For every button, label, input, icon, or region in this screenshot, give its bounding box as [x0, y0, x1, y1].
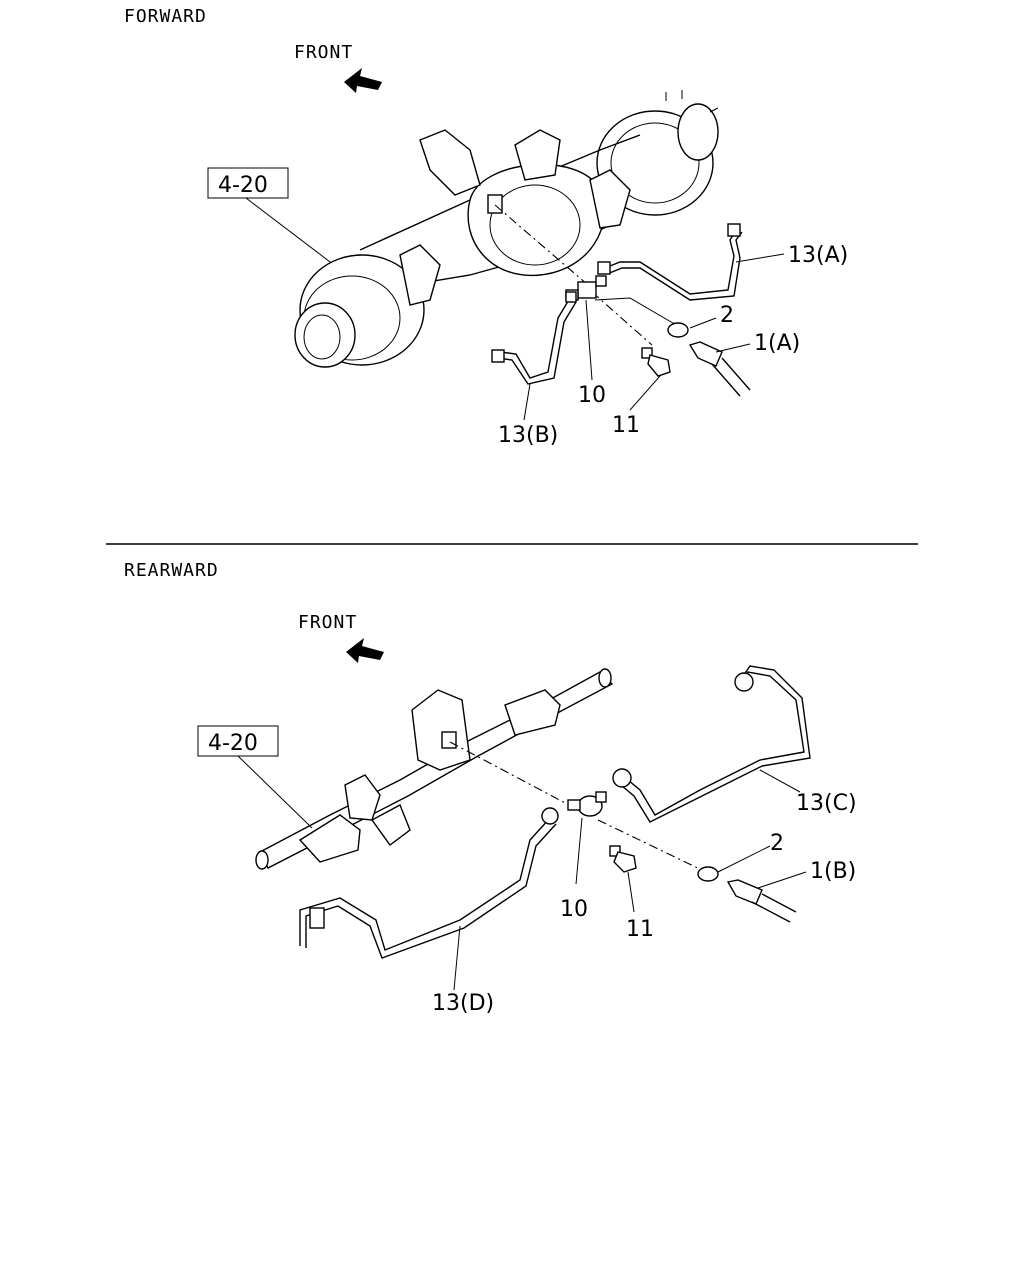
rearward-axle-housing: [255, 668, 614, 870]
rearward-callout-10: 10: [560, 897, 588, 922]
forward-pipe-a-nut: [727, 223, 741, 237]
forward-callout-13a: 13(A): [788, 243, 848, 268]
forward-brake-pipe-b[interactable]: [499, 297, 571, 379]
rearward-brake-pipe-d[interactable]: [299, 817, 551, 951]
rearward-brake-hose-b[interactable]: [726, 879, 797, 923]
rearward-brake-pipe-c[interactable]: [627, 671, 805, 816]
forward-callout-1a: 1(A): [754, 331, 800, 356]
forward-bolt[interactable]: [641, 347, 671, 377]
forward-section-title: FORWARD: [124, 6, 207, 27]
forward-ref-box[interactable]: 4-20: [207, 167, 289, 199]
rearward-three-way-joint[interactable]: [567, 791, 607, 817]
forward-ref-box-label: 4-20: [218, 173, 268, 198]
forward-callout-13b: 13(B): [498, 423, 558, 448]
rearward-section: REARWARD FRONT 4-20: [124, 560, 857, 1016]
rearward-callout-2: 2: [770, 831, 784, 856]
forward-section: FORWARD FRONT 4-20: [124, 6, 848, 448]
rearward-front-label: FRONT: [298, 612, 357, 633]
forward-ref-leader: [245, 197, 339, 269]
rearward-gasket[interactable]: [697, 866, 719, 882]
rearward-bolt[interactable]: [609, 845, 637, 873]
rearward-section-title: REARWARD: [124, 560, 219, 581]
forward-callout-10: 10: [578, 383, 606, 408]
forward-callout-11: 11: [612, 413, 640, 438]
forward-front-arrow-icon: [344, 68, 382, 93]
forward-callout-2: 2: [720, 303, 734, 328]
forward-brake-pipe-a[interactable]: [604, 229, 737, 295]
rearward-ref-box-label: 4-20: [208, 731, 258, 756]
forward-gasket[interactable]: [667, 322, 689, 338]
rearward-callout-13c: 13(C): [796, 791, 857, 816]
rearward-callout-1b: 1(B): [810, 859, 856, 884]
forward-axle-assembly: [294, 90, 719, 368]
forward-brake-hose-a[interactable]: [688, 341, 751, 397]
rearward-front-arrow-icon: [346, 638, 384, 663]
rearward-ref-box[interactable]: 4-20: [197, 725, 279, 757]
rearward-callout-13d: 13(D): [432, 991, 494, 1016]
rearward-callout-11: 11: [626, 917, 654, 942]
forward-front-label: FRONT: [294, 42, 353, 63]
